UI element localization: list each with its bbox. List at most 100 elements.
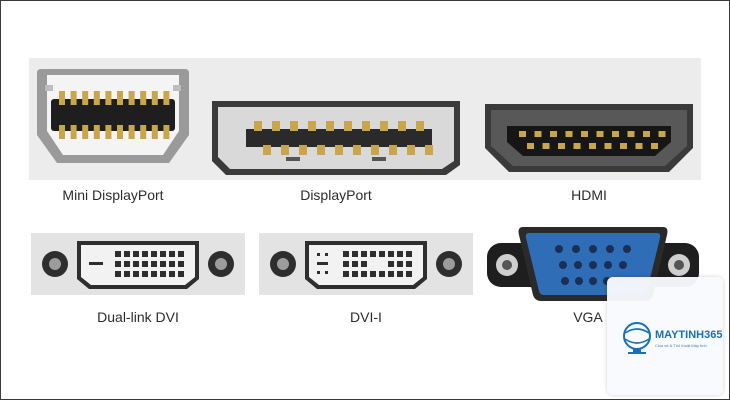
connector-pin xyxy=(352,251,358,257)
connector-pin xyxy=(169,271,175,277)
connector-pin xyxy=(362,121,370,131)
connector-pin xyxy=(371,145,379,155)
connector-pin xyxy=(70,91,77,105)
connector-pin xyxy=(542,143,550,149)
connector-pin xyxy=(352,271,358,277)
connector-pin xyxy=(160,251,166,257)
connector-pin xyxy=(604,143,612,149)
connector-pin xyxy=(299,145,307,155)
connector-pin xyxy=(550,131,557,137)
connector-pin xyxy=(343,261,349,267)
dvi-i-connector xyxy=(259,233,473,295)
monitor-globe-icon xyxy=(623,322,651,354)
connector-pin xyxy=(398,121,406,131)
connector-pin xyxy=(178,251,184,257)
connector-pin xyxy=(151,261,157,267)
connector-pin xyxy=(335,145,343,155)
connector-pin xyxy=(160,271,166,277)
connector-pin xyxy=(361,271,367,277)
connector-pin xyxy=(93,91,100,105)
connector-pin xyxy=(397,251,403,257)
connector-pin xyxy=(406,251,412,257)
connector-pin xyxy=(128,125,135,139)
connector-pin xyxy=(124,261,130,267)
connector-pin xyxy=(635,143,643,149)
connector-pin xyxy=(397,261,403,267)
connector-pin xyxy=(163,91,170,105)
connector-pin xyxy=(565,131,573,137)
connector-pin xyxy=(151,91,158,105)
connector-pin xyxy=(519,131,526,137)
connector-pin xyxy=(93,125,100,139)
connector-pin xyxy=(140,91,147,105)
connector-pin xyxy=(606,245,614,253)
connector-pin xyxy=(581,131,588,137)
connector-pin xyxy=(169,251,175,257)
connector-pin xyxy=(343,251,349,257)
watermark-brand: MAYTINH365 xyxy=(655,329,723,341)
connector-pin xyxy=(344,121,352,131)
connector-pin xyxy=(308,121,316,131)
connector-pin xyxy=(281,145,289,155)
connector-pin xyxy=(561,277,569,285)
connector-pin xyxy=(326,121,334,131)
connector-pin xyxy=(589,277,597,285)
connector-pin xyxy=(133,271,139,277)
hdmi-connector xyxy=(479,100,699,176)
connector-pin xyxy=(573,143,581,149)
connector-pin xyxy=(623,245,631,253)
connector-pin xyxy=(370,251,376,257)
connector-pin xyxy=(380,121,388,131)
connector-pin xyxy=(361,251,367,257)
connector-pin xyxy=(416,121,424,131)
connector-pin xyxy=(82,125,89,139)
connector-pin xyxy=(140,125,147,139)
connector-pin xyxy=(142,261,148,267)
dvi-i-label: DVI-I xyxy=(350,309,382,325)
watermark-tagline: Chia sẻ & Thủ thuật Máy tính xyxy=(655,343,707,348)
mini-displayport-connector xyxy=(31,63,195,171)
vga-label: VGA xyxy=(573,309,603,325)
connector-pin xyxy=(124,251,130,257)
connector-pin xyxy=(142,271,148,277)
connector-pin xyxy=(589,143,596,149)
connector-pin xyxy=(115,271,121,277)
connector-pin xyxy=(389,145,397,155)
connector-pin xyxy=(160,261,166,267)
connector-pin xyxy=(272,121,280,131)
connector-pin xyxy=(397,271,403,277)
connector-pin xyxy=(59,125,65,139)
mini-displayport-label: Mini DisplayPort xyxy=(62,187,164,203)
connector-pin xyxy=(370,271,376,277)
connector-pin xyxy=(658,131,666,137)
connector-pin xyxy=(379,251,385,257)
connector-pin xyxy=(115,261,121,267)
displayport-label: DisplayPort xyxy=(300,187,372,203)
connector-pin xyxy=(124,271,130,277)
connector-pin xyxy=(254,121,262,131)
connector-pin xyxy=(388,271,394,277)
connector-pin xyxy=(115,251,121,257)
connector-pin xyxy=(651,143,658,149)
connector-pin xyxy=(388,261,394,267)
connector-pin xyxy=(117,125,123,139)
connector-pin xyxy=(619,261,627,269)
connector-pin xyxy=(133,261,139,267)
connector-pin xyxy=(263,145,271,155)
connector-pin xyxy=(388,251,394,257)
connector-pin xyxy=(361,261,367,267)
connector-pin xyxy=(612,131,619,137)
dual-link-dvi-label: Dual-link DVI xyxy=(97,309,179,325)
connector-pin xyxy=(169,261,175,267)
connector-pin xyxy=(128,91,135,105)
connector-pin xyxy=(178,271,184,277)
connector-pin xyxy=(555,245,563,253)
connector-pin xyxy=(620,143,627,149)
connector-pin xyxy=(406,261,412,267)
connector-pin xyxy=(353,145,361,155)
connector-pin xyxy=(589,245,597,253)
displayport-connector xyxy=(206,97,466,179)
connector-pin xyxy=(425,145,433,155)
connector-pin xyxy=(117,91,123,105)
